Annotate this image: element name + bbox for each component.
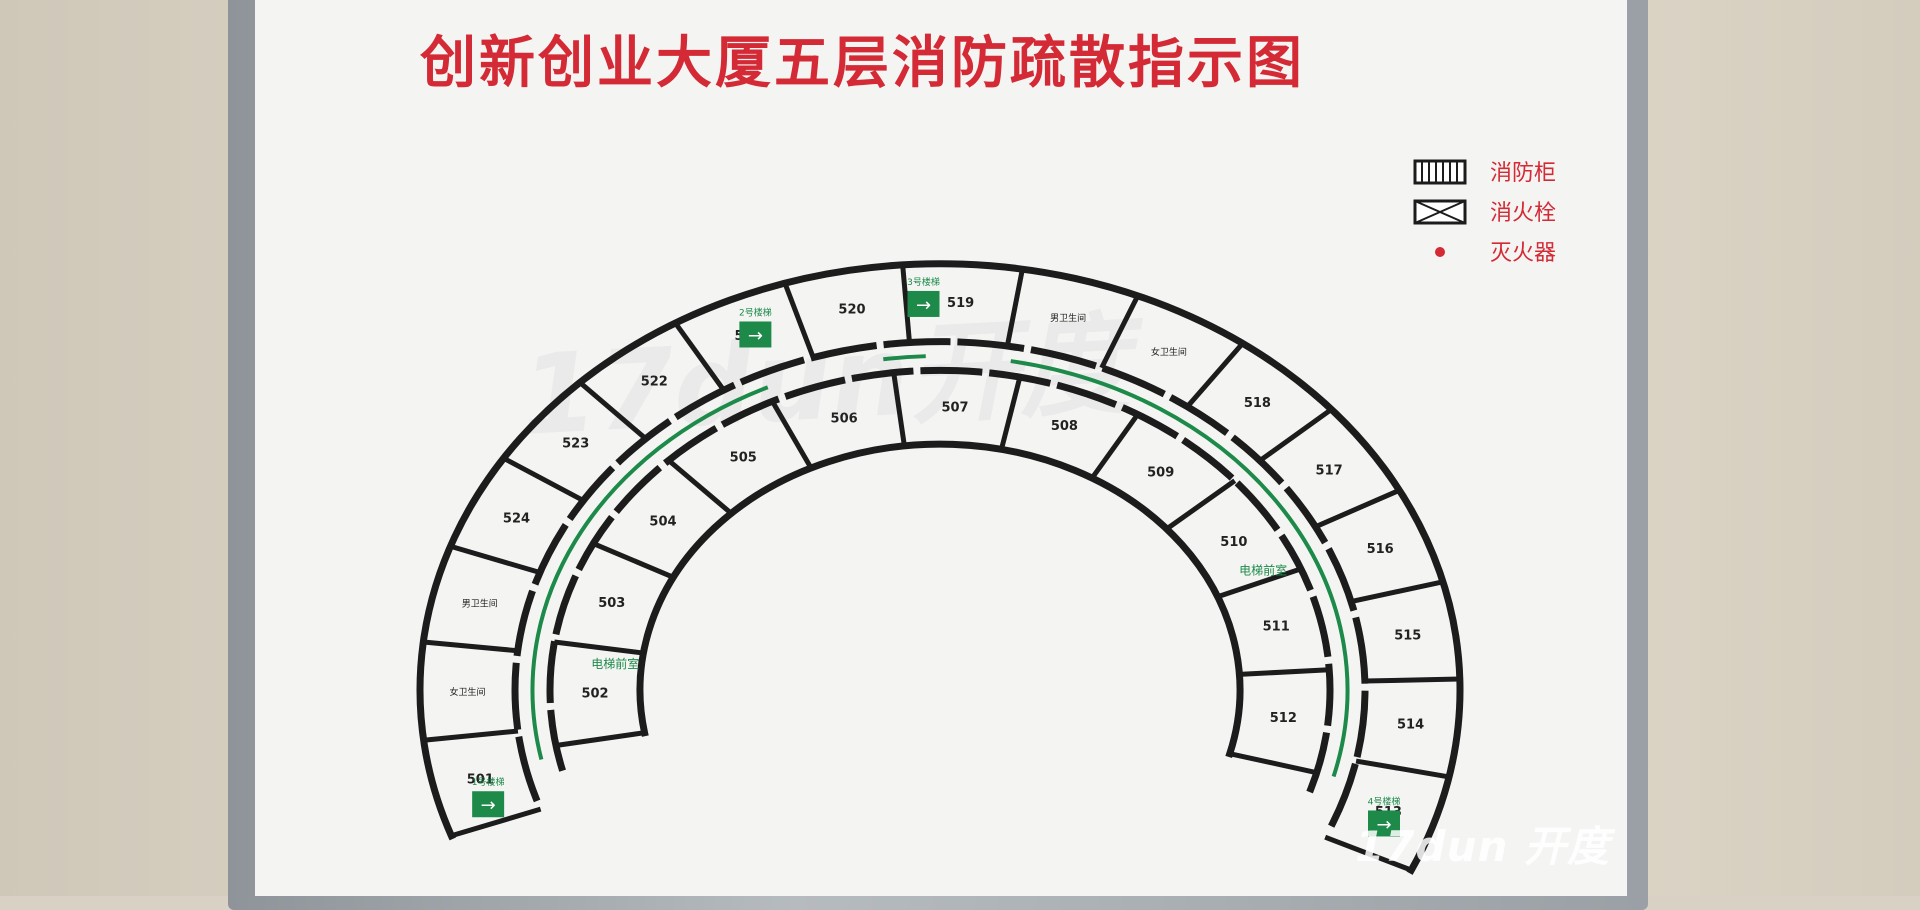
room-label: 522 [641, 375, 668, 390]
outer-room-divider [1099, 294, 1140, 369]
room-label: 男卫生间 [1050, 312, 1086, 324]
fire-hydrant-cross [1414, 200, 1466, 224]
running-man-icon: → [748, 325, 763, 346]
legend-label: 消火栓 [1490, 201, 1556, 226]
outer-room-divider [502, 456, 585, 503]
sign-board [255, 0, 1627, 896]
stair-label: 1号楼梯 [472, 776, 505, 788]
room-label: 515 [1394, 629, 1421, 644]
room-label: 514 [1397, 718, 1424, 733]
corridor-inner-wall [546, 366, 1334, 799]
room-label: 517 [1316, 463, 1343, 478]
room-label: 510 [1220, 535, 1247, 550]
exit-sign-box [472, 791, 505, 818]
room-label: 519 [947, 296, 974, 311]
room-label: 509 [1147, 466, 1174, 481]
room-label: 504 [649, 514, 676, 529]
outer-room-divider [673, 321, 726, 392]
running-man-icon: → [1376, 814, 1391, 835]
legend-label: 灭火器 [1490, 241, 1556, 266]
room-label: 516 [1367, 542, 1394, 557]
inner-wall [636, 440, 1244, 759]
exit-signs: → 1号楼梯 → 2号楼梯 → 3号楼梯 → 4号楼梯 [472, 276, 1401, 837]
exit-sign: → 3号楼梯 [907, 276, 940, 317]
room-label: 506 [831, 411, 858, 426]
outer-room-divider [449, 543, 541, 575]
room-label: 507 [941, 400, 968, 415]
corridor-outer-wall [511, 338, 1369, 831]
inner-room-divider [1090, 412, 1140, 480]
exit-sign: → 1号楼梯 [472, 776, 505, 818]
inner-room-divider [1216, 566, 1302, 600]
exit-sign-box [1368, 810, 1401, 837]
evacuation-arrow [883, 354, 926, 362]
room-labels: 501女卫生间男卫生间524523522521520519男卫生间女卫生间518… [449, 296, 1424, 820]
watermark: 17dun 开度 [1355, 822, 1610, 871]
inner-room-divider [1165, 478, 1237, 532]
room-label: 女卫生间 [449, 686, 485, 698]
outer-room-divider [782, 282, 816, 359]
outer-room-divider [1350, 579, 1444, 605]
room-label: 501 [467, 773, 494, 788]
room-label: 520 [838, 302, 865, 317]
room-label: 518 [1244, 396, 1271, 411]
room-label: 505 [730, 451, 757, 466]
elevator-lobby-label: 电梯前室 [591, 656, 639, 671]
outer-room-divider [1258, 407, 1333, 463]
evacuation-arrow [1010, 359, 1350, 778]
room-label: 503 [598, 596, 625, 611]
inner-room-divider [667, 458, 733, 516]
inner-room-divider [1229, 751, 1318, 776]
running-man-icon: → [916, 295, 931, 316]
legend-label: 消防柜 [1490, 161, 1556, 186]
inner-room-divider [592, 541, 675, 580]
inner-room-divider [770, 400, 814, 470]
exit-sign-box [907, 290, 940, 317]
outer-room-divider [1324, 834, 1413, 873]
evacuation-arrow [530, 385, 769, 760]
room-label: 512 [1270, 711, 1297, 726]
building-walls [416, 260, 1464, 875]
outer-room-divider [423, 728, 519, 743]
outer-room-divider [1364, 676, 1460, 684]
room-label: 511 [1263, 620, 1290, 635]
exit-sign-box [739, 321, 772, 348]
inner-room-divider [555, 730, 645, 748]
outer-room-divider [1355, 758, 1450, 780]
stair-label: 3号楼梯 [907, 276, 940, 288]
inner-room-divider [999, 376, 1023, 450]
outer-room-divider [1185, 341, 1245, 409]
corridor-arrows [530, 354, 1350, 778]
elevator-lobby-label: 电梯前室 [1239, 563, 1287, 578]
inner-room-divider [554, 639, 644, 656]
room-label: 524 [503, 511, 530, 526]
outer-room-divider [423, 639, 518, 654]
outer-room-divider [450, 806, 542, 839]
room-label: 523 [562, 436, 589, 451]
outer-wall [416, 260, 1464, 875]
room-label: 女卫生间 [1151, 346, 1187, 358]
room-label: 502 [581, 686, 608, 701]
fire-extinguisher-icon [1435, 247, 1445, 257]
outer-room-divider [900, 264, 912, 343]
plan-title: 创新创业大厦五层消防疏散指示图 [420, 31, 1305, 96]
stair-label: 2号楼梯 [739, 306, 772, 318]
inner-room-divider [1239, 667, 1330, 677]
room-label: 508 [1051, 419, 1078, 434]
outer-room-divider [578, 380, 648, 441]
stair-label: 4号楼梯 [1368, 795, 1401, 807]
fire-cabinet-icon [1413, 159, 1467, 185]
outer-room-divider [1004, 268, 1025, 347]
room-label: 男卫生间 [462, 597, 498, 609]
running-man-icon: → [481, 795, 496, 816]
inner-room-divider [891, 372, 907, 447]
exit-sign: → 4号楼梯 [1368, 795, 1401, 837]
exit-sign: → 2号楼梯 [739, 306, 772, 348]
outer-room-divider [1314, 487, 1401, 530]
